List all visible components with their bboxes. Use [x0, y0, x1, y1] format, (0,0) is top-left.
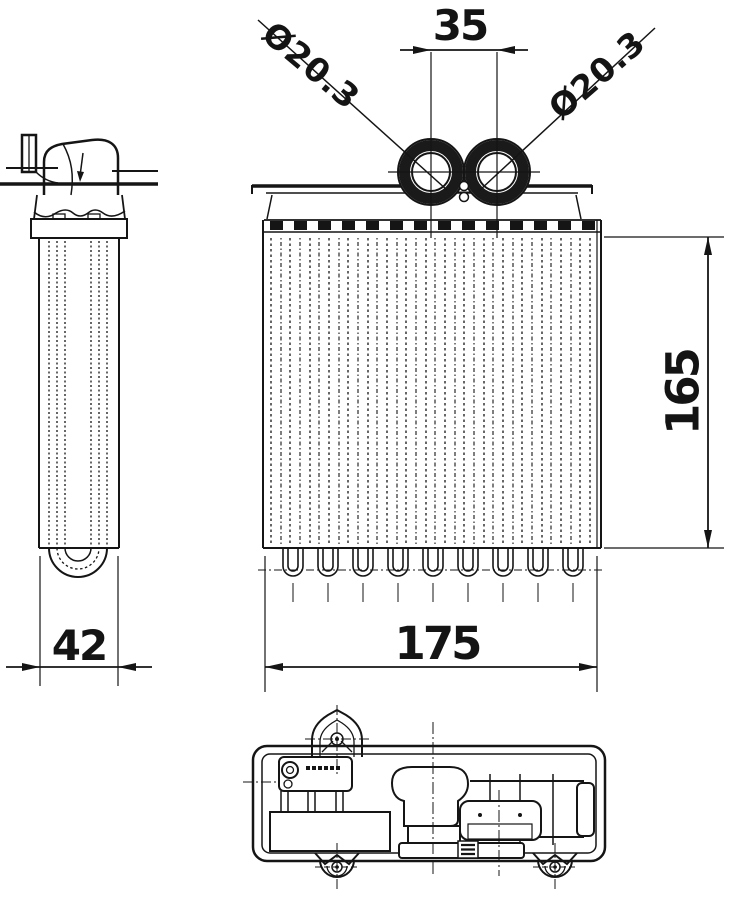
front-header-teeth: [270, 221, 595, 230]
dim-35-lines: [400, 46, 528, 54]
side-view: [0, 133, 158, 578]
side-tank: [33, 209, 126, 218]
dim-core-depth-label: 42: [51, 621, 108, 670]
side-elbow-outline: [42, 138, 120, 195]
bottom-right-block: [459, 800, 542, 841]
dim-165-lines: [604, 236, 724, 549]
front-fins-b: [280, 238, 572, 546]
front-fins-a: [270, 238, 591, 546]
bottom-left-assembly: [269, 756, 391, 852]
bottom-view: [243, 705, 607, 890]
leader-right: [479, 27, 656, 191]
front-view: [251, 19, 656, 602]
pipe-clamp-detail: [458, 180, 470, 192]
dim-pipe-spacing-label: 35: [432, 1, 489, 50]
side-tube-lines: [48, 241, 108, 546]
front-bottom-tubes: [282, 548, 584, 577]
bottom-bracket-top: [305, 705, 369, 775]
bottom-middle-block: [390, 766, 470, 827]
bottom-bracket-right: [532, 843, 578, 890]
leader-left: [257, 19, 448, 191]
bottom-bracket-left: [314, 843, 360, 890]
flow-arrow: [77, 171, 84, 182]
dim-175-lines: [264, 556, 598, 692]
dim-core-width-label: 175: [394, 617, 483, 670]
bottom-case-outer: [251, 744, 607, 863]
dim-core-height-label: 165: [656, 350, 710, 435]
side-header-plate: [30, 218, 128, 239]
dim-42-lines: [6, 556, 152, 686]
side-ubend: [48, 547, 108, 578]
